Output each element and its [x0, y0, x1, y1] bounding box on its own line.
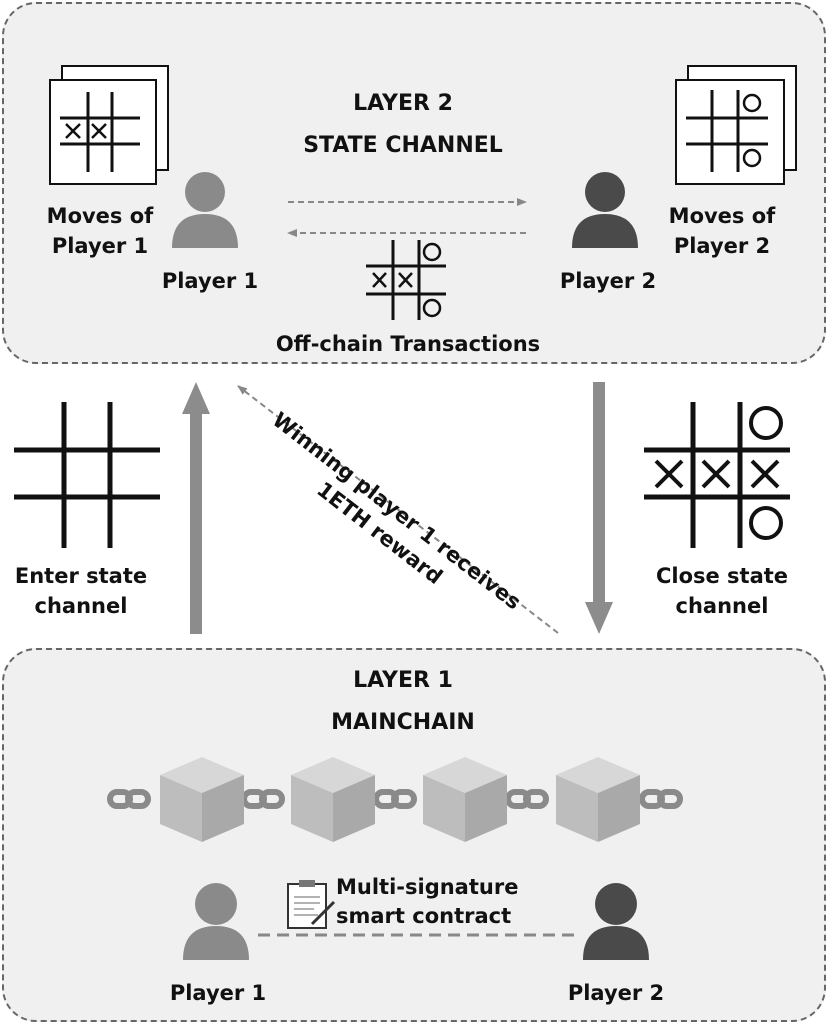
- contract-line2: smart contract: [336, 904, 512, 929]
- moves-player1-label: Moves of Player 1: [20, 201, 180, 262]
- layer1-panel: [2, 648, 826, 1022]
- blockchain-chain: [107, 789, 683, 809]
- player1-label: Player 1: [161, 269, 259, 293]
- layer2-title: LAYER 2: [353, 91, 453, 116]
- layer2-subtitle: STATE CHANNEL: [303, 133, 503, 158]
- block-4-icon: [556, 757, 640, 842]
- enter-channel-arrow: [182, 382, 210, 634]
- contract-document-icon: [287, 880, 336, 929]
- player1-bottom-label: Player 1: [169, 981, 267, 1005]
- contract-label: Multi-signature smart contract: [336, 873, 556, 932]
- close-channel-line2: channel: [675, 594, 769, 619]
- layer1-title: LAYER 1: [353, 668, 453, 693]
- player1-avatar-icon: [172, 172, 238, 248]
- moves-player2-label: Moves of Player 2: [642, 201, 802, 262]
- offchain-label: Off-chain Transactions: [275, 332, 541, 356]
- enter-channel-line2: channel: [34, 594, 128, 619]
- block-1-icon: [160, 757, 244, 842]
- reward-arrow: [237, 385, 559, 634]
- close-channel-label: Close state channel: [642, 561, 802, 622]
- close-board-icon: [644, 402, 790, 548]
- layer1-subtitle: MAINCHAIN: [331, 710, 475, 735]
- player1-bottom-avatar-icon: [183, 883, 249, 960]
- close-channel-line1: Close state: [655, 564, 789, 588]
- moves-player2-line1: Moves of: [668, 204, 776, 228]
- close-channel-arrow: [585, 382, 613, 634]
- player2-bottom-avatar-icon: [583, 883, 649, 960]
- contract-line1: Multi-signature: [336, 875, 519, 899]
- block-3-icon: [423, 757, 507, 842]
- enter-channel-label: Enter state channel: [6, 561, 156, 622]
- moves-player2-paper-icon: [675, 65, 797, 185]
- moves-player1-line1: Moves of: [46, 204, 154, 228]
- moves-player1-paper-icon: [49, 65, 169, 185]
- moves-player2-line2: Player 2: [673, 234, 771, 259]
- player2-label: Player 2: [559, 269, 657, 293]
- enter-channel-line1: Enter state: [14, 564, 148, 588]
- enter-board-icon: [14, 402, 160, 548]
- block-2-icon: [291, 757, 375, 842]
- moves-player1-line2: Player 1: [51, 234, 149, 259]
- offchain-board-icon: [366, 240, 446, 320]
- player2-avatar-icon: [572, 172, 638, 248]
- player2-bottom-label: Player 2: [567, 981, 665, 1005]
